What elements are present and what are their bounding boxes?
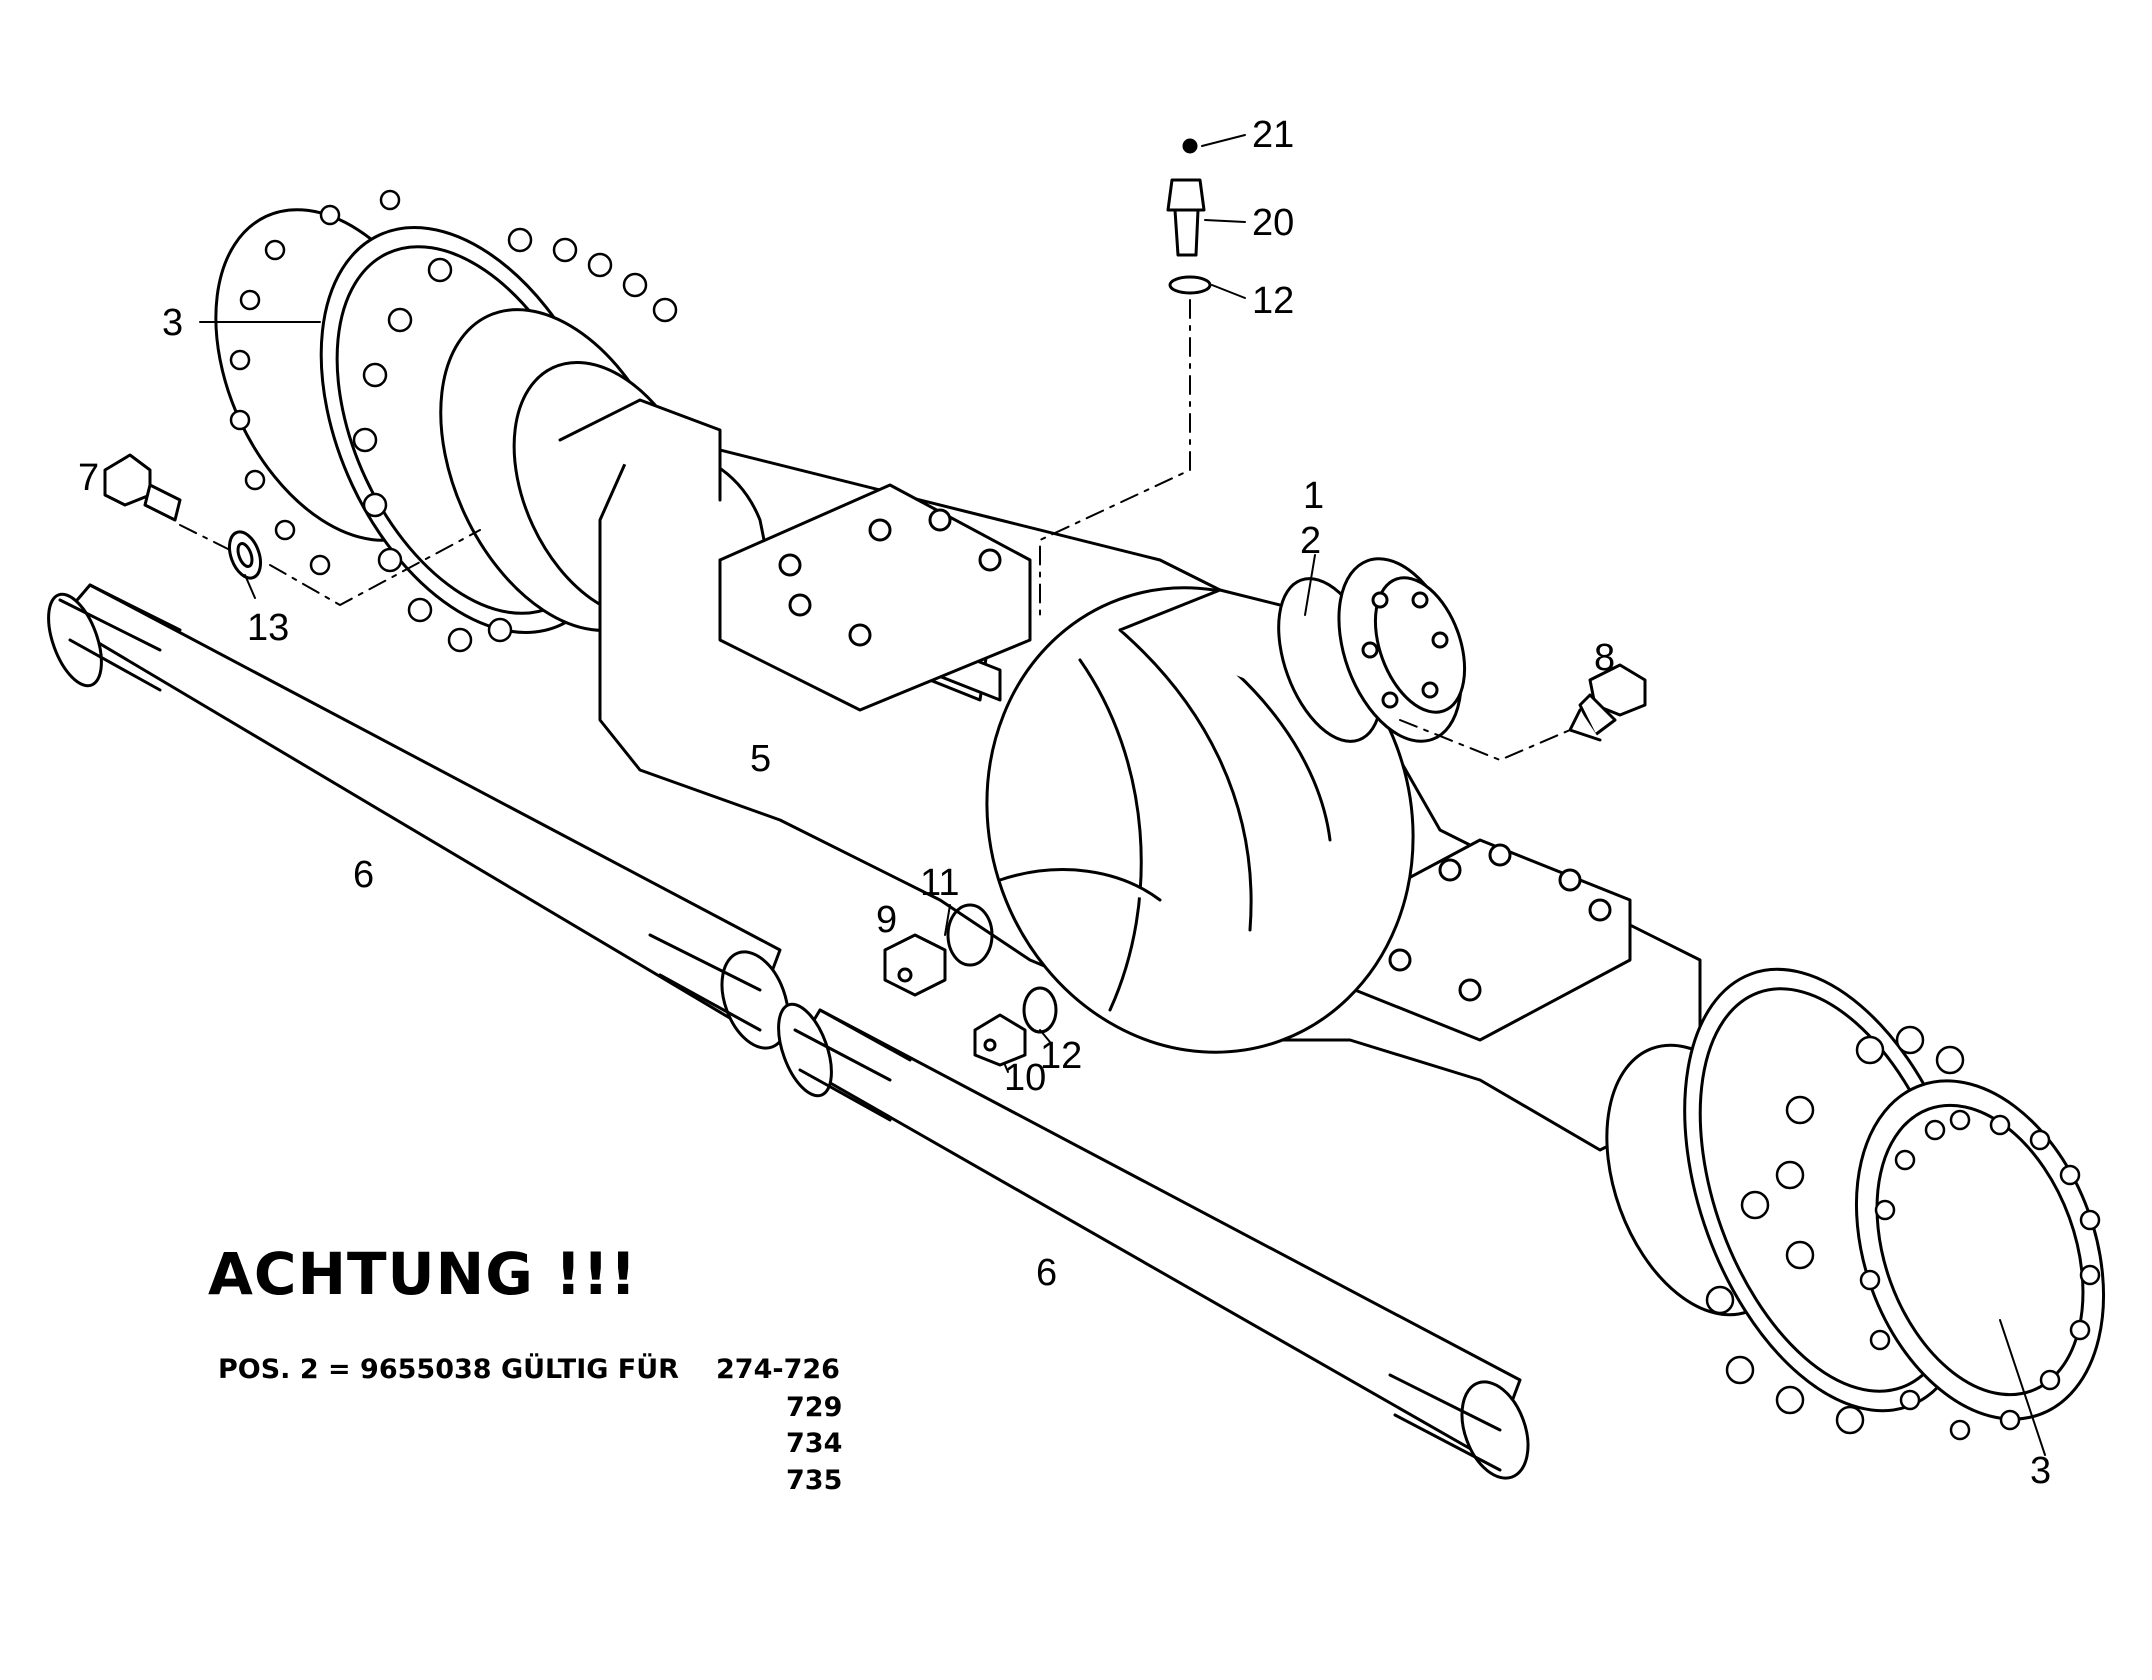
bolt-7 (103, 453, 182, 522)
oring-12-mid (1022, 986, 1058, 1034)
callout-12-top: 12 (1252, 280, 1294, 322)
callout-13: 13 (247, 607, 289, 649)
plug-10 (973, 1013, 1027, 1067)
callouts: 21 20 12 3 7 13 1 2 8 5 6 11 9 12 10 6 3 (78, 114, 2051, 1492)
plug-9 (883, 933, 947, 997)
callout-10: 10 (1004, 1057, 1046, 1099)
right-axle-shaft (777, 1002, 1530, 1480)
callout-12-mid: 12 (1040, 1035, 1082, 1077)
oring-12-top (1168, 275, 1212, 295)
callout-9: 9 (876, 899, 897, 941)
callout-6-right: 6 (1036, 1252, 1057, 1294)
right-hub-assembly (1605, 967, 2106, 1441)
fitting-20 (1166, 178, 1206, 257)
axle-housing (558, 398, 1702, 1152)
warning-serial-3: 735 (786, 1465, 843, 1496)
warning-serial-range: 274-726 (716, 1354, 840, 1385)
warning-title: ACHTUNG !!! (208, 1240, 638, 1308)
warning-note: POS. 2 = 9655038 GÜLTIG FÜR (218, 1354, 679, 1385)
callout-21: 21 (1252, 114, 1294, 156)
callout-11: 11 (920, 862, 959, 904)
bolt-8 (1568, 663, 1647, 742)
callout-5: 5 (750, 738, 771, 780)
callout-8: 8 (1594, 637, 1615, 679)
callout-20: 20 (1252, 202, 1294, 244)
warning-serial-1: 729 (786, 1392, 843, 1423)
oring-11 (946, 903, 994, 967)
callout-1: 1 (1303, 475, 1324, 517)
callout-3-right: 3 (2030, 1450, 2051, 1492)
cap-21 (1182, 138, 1198, 154)
callout-2: 2 (1300, 520, 1321, 562)
callout-3-left: 3 (162, 302, 183, 344)
warning-serial-2: 734 (786, 1428, 843, 1459)
callout-7: 7 (78, 457, 99, 499)
left-axle-shaft (47, 583, 790, 1050)
washer-13 (227, 530, 263, 580)
pinion-flange (1277, 557, 1467, 743)
callout-6-left: 6 (353, 854, 374, 896)
